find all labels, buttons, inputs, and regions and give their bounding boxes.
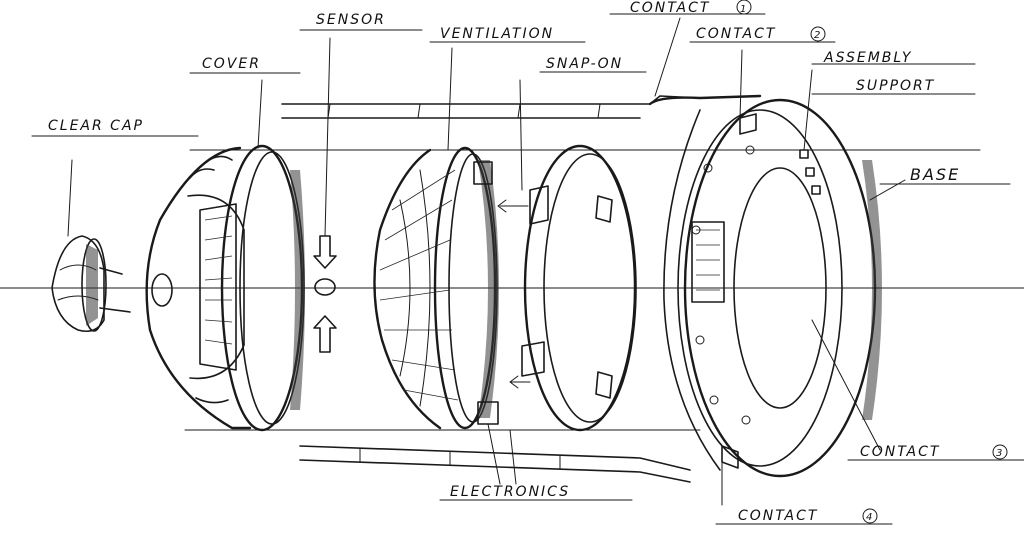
contact-2-number-circle: [810, 26, 826, 42]
leader-contact-3: [811, 319, 881, 451]
label-sensor: SENSOR: [316, 12, 386, 28]
clear-cap-part: [51, 235, 131, 333]
contact-4-number-circle: [862, 508, 878, 524]
label-contact-1: CONTACT: [630, 0, 710, 16]
leader-clear-cap: [67, 159, 73, 237]
label-cover: COVER: [202, 56, 261, 72]
label-support: SUPPORT: [856, 78, 935, 94]
leader-contact-1: [654, 17, 681, 97]
label-assembly: ASSEMBLY: [823, 50, 912, 66]
label-ventilation: VENTILATION: [440, 26, 554, 42]
label-contact-3: CONTACT: [860, 444, 940, 460]
center-axis: [0, 149, 1024, 431]
label-snap-on: SNAP-ON: [546, 56, 623, 72]
label-underlines: [31, 13, 1024, 525]
label-contact-2: CONTACT: [696, 26, 776, 42]
label-base: BASE: [910, 165, 960, 184]
label-clear-cap: CLEAR CAP: [48, 118, 144, 134]
leader-lines: [67, 17, 906, 506]
label-electronics: ELECTRONICS: [450, 484, 570, 500]
leader-snap-on: [519, 79, 523, 191]
leader-base: [869, 179, 906, 201]
leader-sensor: [324, 37, 331, 237]
label-contact-3-number: 3: [996, 448, 1002, 459]
leader-ventilation: [447, 47, 453, 151]
labels: CLEAR CAP COVER SENSOR VENTILATION SNAP-…: [48, 0, 1008, 524]
cover-part: [145, 144, 305, 432]
sensor-marker: [313, 235, 337, 353]
label-contact-2-number: 2: [814, 30, 820, 41]
contact-1-number-circle: [736, 0, 752, 15]
base-part: [648, 94, 882, 478]
leader-electronics: [487, 423, 517, 485]
snap-on-part: [497, 144, 637, 432]
label-contact-4: CONTACT: [738, 508, 818, 524]
leader-assembly-support: [803, 69, 813, 151]
ventilation-part: [373, 146, 499, 430]
leader-cover: [257, 79, 263, 149]
leader-contact-2: [739, 49, 743, 119]
lower-guide-rail: [299, 445, 691, 483]
label-contact-4-number: 4: [866, 512, 872, 523]
label-contact-1-number: 1: [740, 4, 746, 15]
upper-guide-rail: [281, 95, 701, 119]
contact-3-number-circle: [992, 444, 1008, 460]
